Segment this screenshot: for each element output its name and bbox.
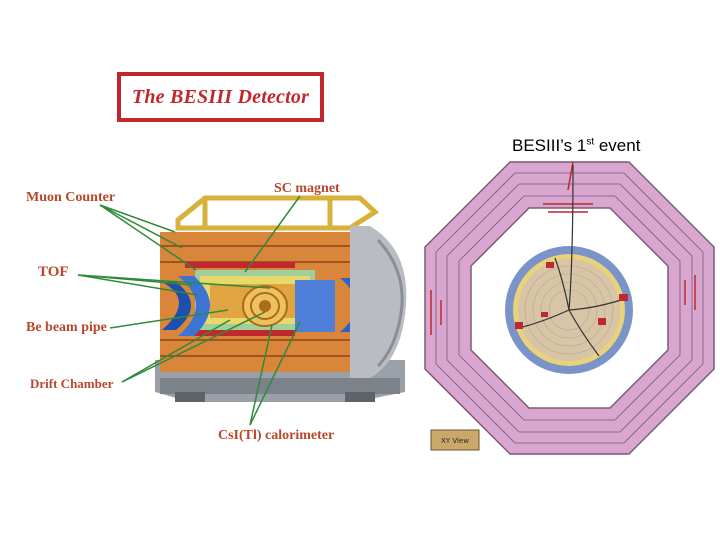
- detector-illustration: [77, 195, 407, 426]
- muon-hits: [430, 161, 696, 335]
- drift-layers: [524, 265, 614, 355]
- calorimeter: [210, 284, 300, 327]
- title-box: The BESIII Detector: [117, 72, 324, 122]
- label-tof: TOF: [38, 264, 69, 280]
- event-display: XY View: [423, 160, 716, 456]
- muon-layers: [435, 172, 704, 444]
- leader-lines: [77, 195, 301, 426]
- page-title: The BESIII Detector: [131, 85, 310, 108]
- support-frame: [175, 195, 380, 231]
- event-caption: BESIII’s 1st event: [512, 136, 640, 156]
- label-drift-chamber: Drift Chamber: [30, 376, 114, 391]
- event-caption-prefix: BESIII’s 1: [512, 136, 587, 155]
- label-be-beam-pipe: Be beam pipe: [26, 320, 107, 335]
- energy-deposits: [515, 262, 628, 329]
- xy-view-label: XY View: [441, 437, 469, 445]
- label-muon-counter: Muon Counter: [26, 190, 116, 205]
- xy-view-button[interactable]: [430, 429, 480, 451]
- label-sc-magnet: SC magnet: [274, 181, 340, 196]
- event-caption-sup: st: [586, 136, 595, 148]
- endcap-left: [162, 276, 210, 336]
- detector-door: [350, 226, 407, 378]
- event-caption-suffix: event: [594, 136, 641, 155]
- label-csi-calorimeter: CsI(Tl) calorimeter: [218, 428, 335, 443]
